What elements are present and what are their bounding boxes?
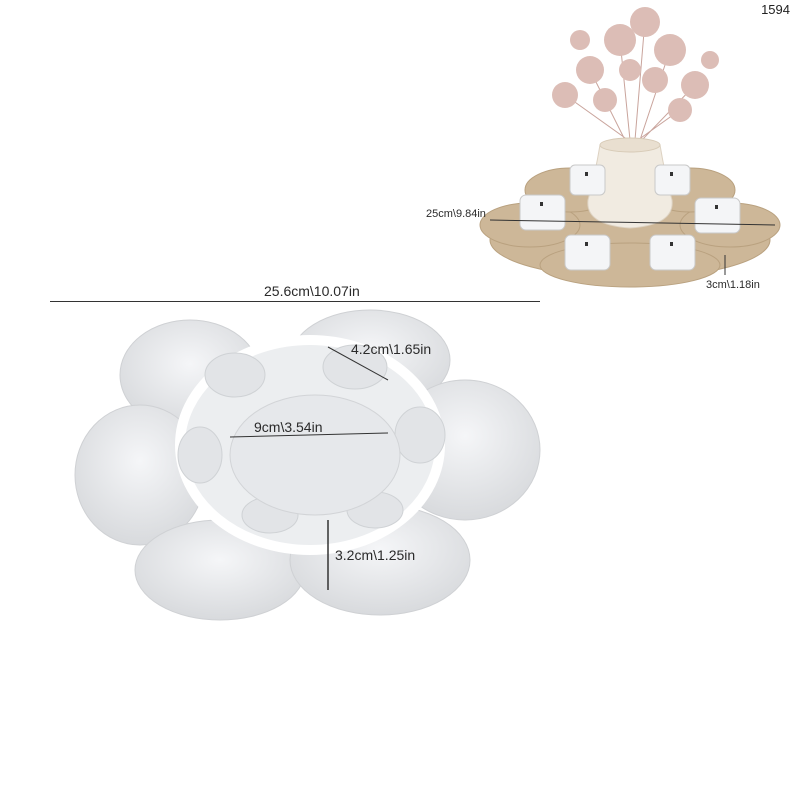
finished-width-line xyxy=(489,219,776,226)
mold-height-label: 3.2cm\1.25in xyxy=(335,547,416,563)
cup-dimension-line xyxy=(327,346,389,381)
finished-height-label: 3cm\1.18in xyxy=(706,279,760,291)
center-dimension-line xyxy=(229,432,389,438)
center-cavity xyxy=(229,394,401,516)
product-code: 1594 xyxy=(761,2,790,17)
flower-clusters xyxy=(552,7,719,122)
mold-width-line xyxy=(50,301,540,302)
cup-size-label: 4.2cm\1.65in xyxy=(351,341,432,357)
finished-width-label: 25cm\9.84in xyxy=(426,208,486,220)
finished-tray-photo xyxy=(479,7,781,288)
tealight-wicks xyxy=(540,172,718,246)
center-size-label: 9cm\3.54in xyxy=(254,419,323,435)
mold-width-label: 25.6cm\10.07in xyxy=(264,283,360,299)
silicone-mold xyxy=(74,309,541,621)
